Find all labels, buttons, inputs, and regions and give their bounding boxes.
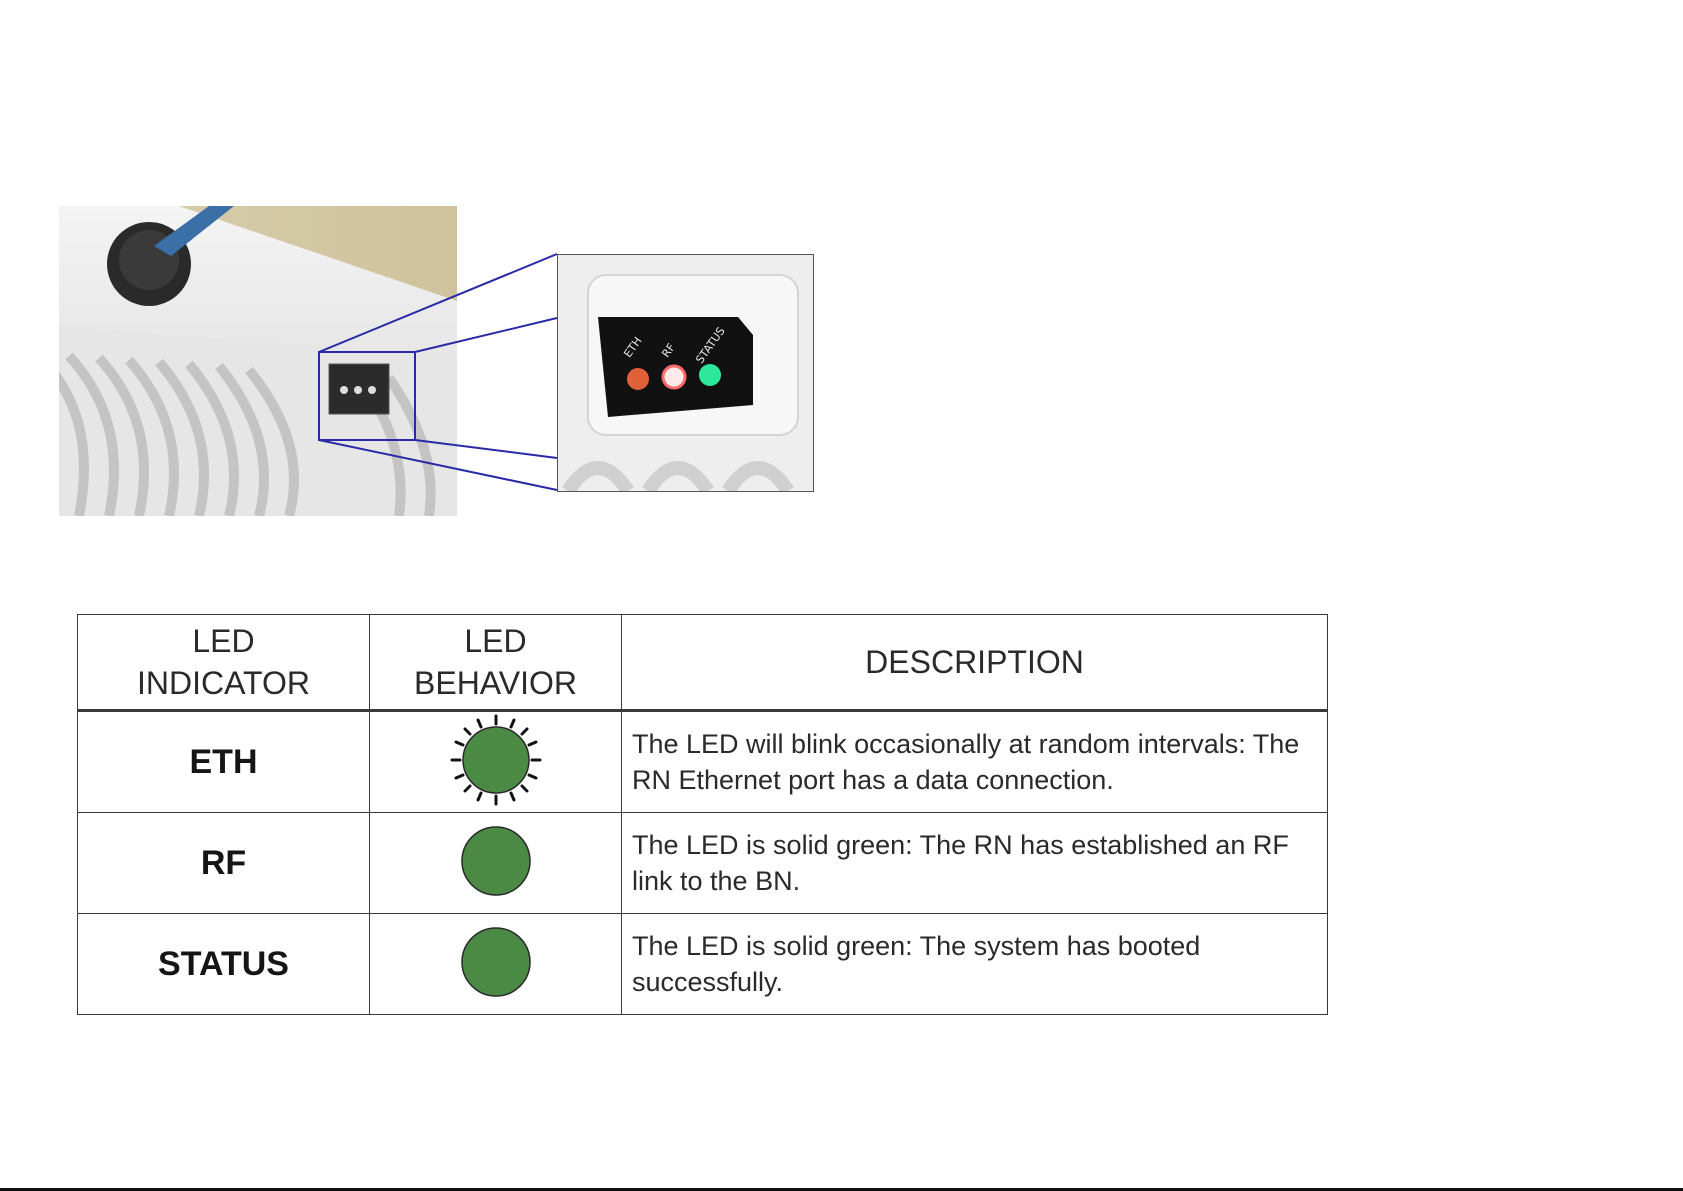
header-led-behavior: LED BEHAVIOR [370,615,622,711]
solid-green-led-icon [458,924,534,1000]
device-photo [59,206,457,516]
header-description: DESCRIPTION [622,615,1328,711]
led-panel-zoom-photo: ETH RF STATUS [557,254,814,492]
row-behavior-status [370,914,622,1015]
device-figure: ETH RF STATUS [0,0,900,560]
row-behavior-eth [370,711,622,813]
row-behavior-rf [370,813,622,914]
device-photo-illustration [59,206,457,516]
header-led-indicator-line2: INDICATOR [78,662,369,704]
table-header-row: LED INDICATOR LED BEHAVIOR DESCRIPTION [78,615,1328,711]
rf-led-icon [663,366,685,388]
table-row: ETH The LED will blink oc [78,711,1328,813]
row-description-eth: The LED will blink occasionally at rando… [622,711,1328,813]
header-led-behavior-line1: LED [370,620,621,662]
row-description-status: The LED is solid green: The system has b… [622,914,1328,1015]
row-indicator-eth: ETH [78,711,370,813]
row-description-rf: The LED is solid green: The RN has estab… [622,813,1328,914]
led-status-table: LED INDICATOR LED BEHAVIOR DESCRIPTION E… [77,614,1328,1015]
header-led-indicator-line1: LED [78,620,369,662]
led-panel-illustration [558,255,813,491]
table-row: STATUS The LED is solid green: The syste… [78,914,1328,1015]
header-led-indicator: LED INDICATOR [78,615,370,711]
solid-green-led-icon [458,823,534,899]
row-indicator-rf: RF [78,813,370,914]
status-led-icon [699,364,721,386]
eth-led-icon [627,368,649,390]
header-led-behavior-line2: BEHAVIOR [370,662,621,704]
blinking-green-led-icon [448,712,544,808]
row-indicator-status: STATUS [78,914,370,1015]
table-row: RF The LED is solid green: The RN has es… [78,813,1328,914]
